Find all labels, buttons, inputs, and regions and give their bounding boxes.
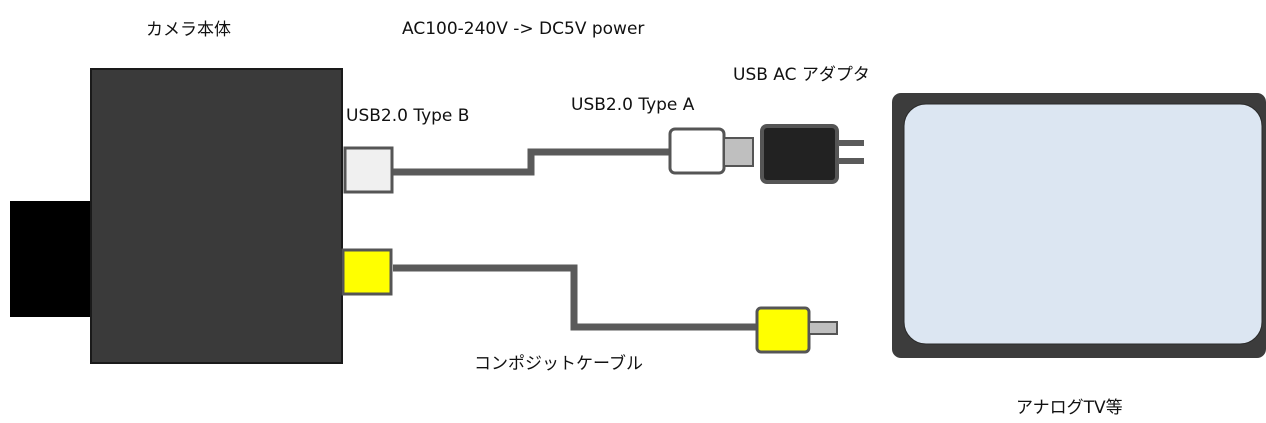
usb-type-a-plug bbox=[668, 127, 726, 175]
tv-label: アナログTV等 bbox=[1016, 398, 1123, 418]
composite-cable bbox=[393, 264, 757, 331]
power-label: AC100-240V -> DC5V power bbox=[402, 19, 645, 39]
usb-type-b-label: USB2.0 Type B bbox=[346, 106, 470, 126]
usb-type-b-plug bbox=[343, 146, 394, 194]
rca-plug-tip bbox=[808, 321, 838, 335]
usb-cable bbox=[393, 148, 670, 176]
usb-ac-adapter bbox=[760, 124, 839, 184]
camera-body bbox=[90, 68, 343, 364]
adapter-prong-bottom bbox=[838, 158, 864, 164]
rca-plug-tv bbox=[755, 306, 811, 354]
tv-screen bbox=[903, 103, 1263, 345]
composite-cable-label: コンポジットケーブル bbox=[474, 354, 643, 374]
usb-type-a-label: USB2.0 Type A bbox=[571, 95, 695, 115]
adapter-label: USB AC アダプタ bbox=[733, 65, 870, 85]
camera-label: カメラ本体 bbox=[146, 20, 231, 40]
rca-plug-camera bbox=[341, 248, 393, 296]
camera-lens bbox=[10, 201, 94, 317]
adapter-prong-top bbox=[838, 140, 864, 146]
usb-type-a-tip bbox=[723, 137, 754, 167]
